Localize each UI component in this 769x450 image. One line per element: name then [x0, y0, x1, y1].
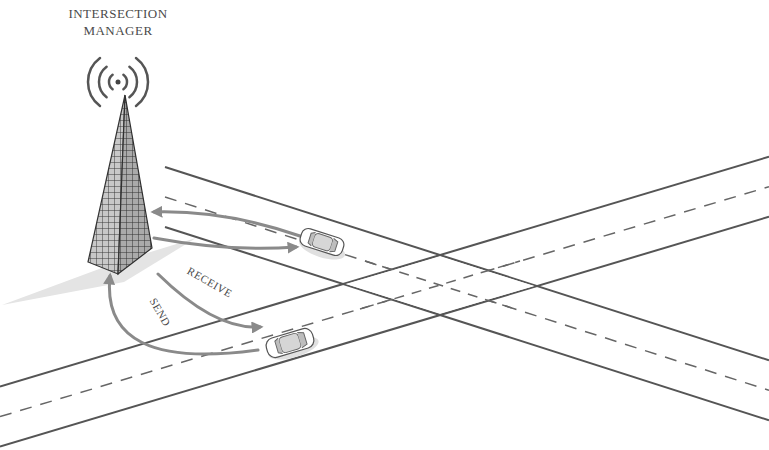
- message-arrows: [109, 212, 300, 354]
- arrow-label: SEND: [146, 294, 174, 330]
- radio-waves: [88, 58, 148, 106]
- antenna-dot: [116, 80, 121, 85]
- radio-wave: [99, 67, 107, 97]
- car-window: [307, 231, 338, 253]
- send-arrow: [109, 276, 258, 354]
- lane-divider: [360, 261, 520, 309]
- send-arrow: [154, 212, 300, 236]
- car-body: [298, 227, 345, 258]
- tower-face: [118, 95, 152, 274]
- radio-wave: [88, 58, 100, 106]
- car-body: [264, 327, 316, 360]
- car-window: [274, 331, 307, 355]
- radio-wave: [129, 67, 137, 97]
- lane-divider: [165, 197, 769, 390]
- car-roof: [311, 233, 333, 252]
- car: [296, 227, 349, 264]
- receive-arrow: [154, 238, 296, 248]
- radio-wave: [123, 75, 127, 89]
- road-edge: [165, 227, 769, 420]
- radio-wave: [109, 75, 113, 89]
- radio-tower: [88, 95, 152, 274]
- intersection-area: [346, 257, 535, 314]
- lane-divider: [365, 261, 515, 309]
- radio-wave: [136, 58, 148, 106]
- road-edge: [165, 167, 769, 360]
- arrow-label: RECEIVE: [184, 263, 237, 300]
- tower-shade: [118, 95, 152, 274]
- car: [264, 325, 321, 364]
- tower-caption: INTERSECTION MANAGER: [48, 6, 188, 40]
- crossing-dashes: [360, 261, 520, 309]
